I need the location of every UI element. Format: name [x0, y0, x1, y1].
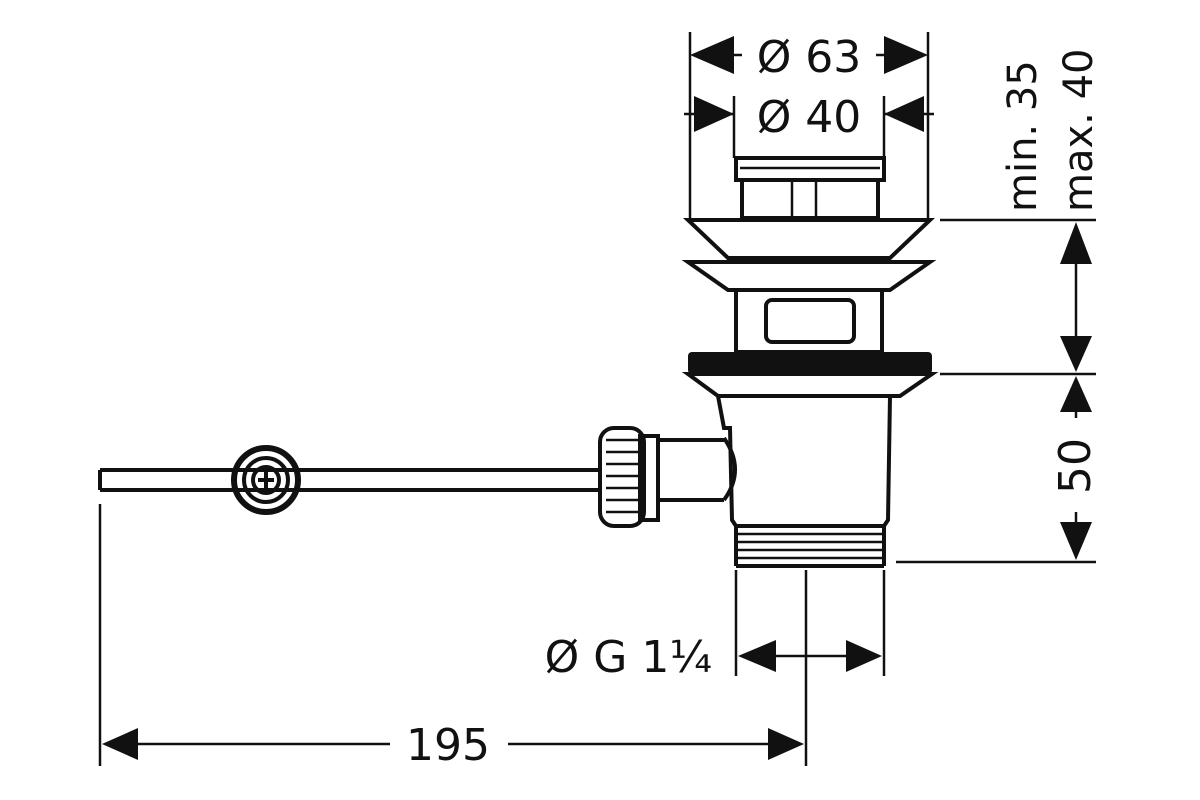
inner-diameter-label: Ø 40: [757, 92, 862, 143]
lever-length-label: 195: [406, 720, 490, 771]
drain-body: [734, 288, 884, 354]
lever-connector: [598, 426, 724, 528]
outer-diameter-label: Ø 63: [757, 32, 862, 83]
dimension-inner-diameter: Ø 40: [684, 92, 934, 158]
min-height-label: min. 35: [1000, 60, 1046, 212]
thread-label: Ø G 1¼: [545, 632, 712, 683]
dimension-thread: Ø G 1¼: [545, 570, 886, 766]
dimension-body-height: 50: [896, 376, 1101, 564]
drain-flange: [681, 218, 937, 292]
drain-lower-body: [716, 395, 892, 568]
drain-plug-cap: [734, 156, 886, 220]
lever-rod: [98, 468, 602, 492]
dimension-lever-length: 195: [98, 504, 804, 771]
max-height-label: max. 40: [1056, 49, 1102, 212]
dimension-min-max: min. 35 max. 40: [940, 49, 1102, 376]
dimension-outer-diameter: Ø 63: [688, 32, 930, 220]
sealing-washer: [681, 352, 939, 398]
lever-screw: [231, 445, 301, 515]
body-height-label: 50: [1050, 438, 1101, 494]
